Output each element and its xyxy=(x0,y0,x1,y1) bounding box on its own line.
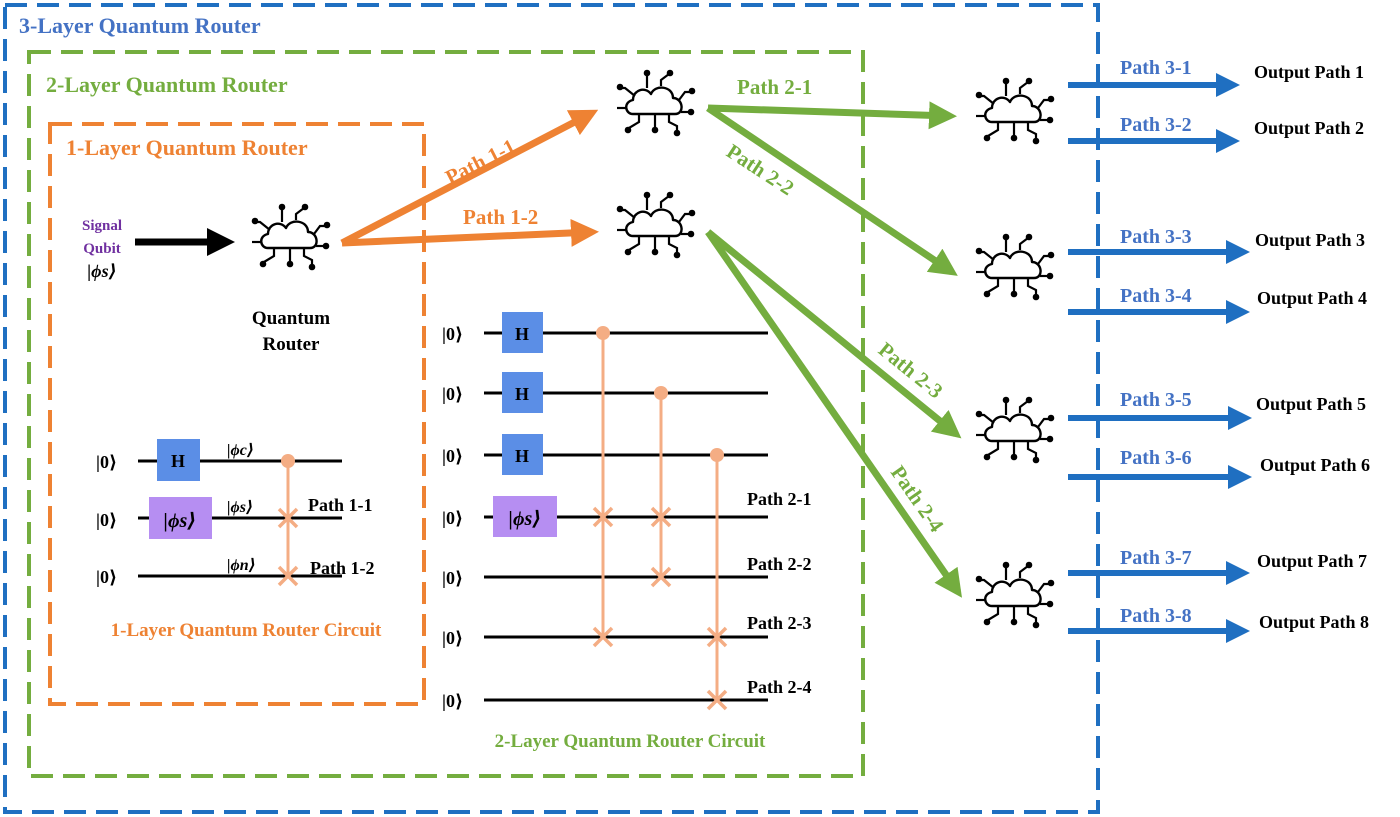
output-path-7: Output Path 7 xyxy=(1257,551,1367,571)
path-2-3-arrow xyxy=(705,229,962,439)
hadamard-gate xyxy=(502,372,543,413)
wire-label-s: |ϕs⟩ xyxy=(227,499,253,516)
wire-label-n: |ϕn⟩ xyxy=(227,557,256,574)
circuit2-ket: |0⟩ xyxy=(442,691,463,711)
output-path-6: Output Path 6 xyxy=(1260,455,1370,475)
signal-gate xyxy=(149,497,212,539)
router-icon xyxy=(974,560,1056,630)
path-2-1-arrow xyxy=(707,101,957,130)
path-1-2-arrow xyxy=(341,218,599,247)
layer3-arrows xyxy=(1068,73,1252,643)
circuit2-ket: |0⟩ xyxy=(442,628,463,648)
control-dot xyxy=(281,454,295,468)
control-dot xyxy=(710,448,724,462)
path-1-2-label: Path 1-2 xyxy=(463,205,538,229)
swap-cross xyxy=(592,506,728,711)
signal-state: |ϕs⟩ xyxy=(87,261,117,281)
hadamard-label: H xyxy=(515,446,529,466)
signal-label-line1: Signal xyxy=(82,218,122,234)
layer2-title: 2-Layer Quantum Router xyxy=(46,72,288,97)
layer2-box xyxy=(27,50,865,778)
router-icon xyxy=(615,68,697,138)
path-3-5-label: Path 3-5 xyxy=(1120,389,1192,411)
router-caption-line2: Router xyxy=(263,334,321,355)
path-3-3-label: Path 3-3 xyxy=(1120,226,1192,248)
path-1-1-arrow xyxy=(340,109,599,247)
wire-label-c: |ϕc⟩ xyxy=(227,442,254,459)
hadamard-gate xyxy=(502,312,543,353)
hadamard-label: H xyxy=(515,324,529,344)
circuit2-ket: |0⟩ xyxy=(442,324,463,344)
circuit2-ket: |0⟩ xyxy=(442,508,463,528)
signal-gate-label: |ϕs⟩ xyxy=(164,510,197,532)
router-icon xyxy=(615,190,697,260)
circuit2-output-3: Path 2-3 xyxy=(747,613,812,633)
control-dot xyxy=(596,326,610,340)
output-path-1: Output Path 1 xyxy=(1254,62,1364,82)
router-caption-line1: Quantum xyxy=(252,308,330,329)
layer1-title: 1-Layer Quantum Router xyxy=(66,135,308,160)
output-path-5: Output Path 5 xyxy=(1256,394,1366,414)
hadamard-gate xyxy=(157,439,200,481)
path-2-2-arrow xyxy=(706,105,958,276)
control-dot xyxy=(654,386,668,400)
circuit1-output-1: Path 1-1 xyxy=(308,495,373,515)
layer3-title: 3-Layer Quantum Router xyxy=(19,13,261,38)
path-1-1-label: Path 1-1 xyxy=(441,134,519,190)
hadamard-label: H xyxy=(515,384,529,404)
hadamard-label: H xyxy=(171,451,185,471)
path-3-7-label: Path 3-7 xyxy=(1120,547,1192,569)
circuit2-output-1: Path 2-1 xyxy=(747,489,812,509)
path-3-4-label: Path 3-4 xyxy=(1120,285,1192,307)
router-icon xyxy=(974,76,1056,146)
output-path-8: Output Path 8 xyxy=(1259,612,1369,632)
circuit-1: |0⟩ |0⟩ |0⟩ H |ϕs⟩ |ϕc⟩ |ϕs⟩ |ϕn⟩ Path 1… xyxy=(96,439,382,641)
circuit1-ket: |0⟩ xyxy=(96,452,117,472)
router-icon xyxy=(250,202,332,272)
circuit2-ket: |0⟩ xyxy=(442,384,463,404)
signal-label-line2: Qubit xyxy=(83,241,121,257)
circuit-2: |0⟩ |0⟩ |0⟩ |0⟩ |0⟩ |0⟩ |0⟩ H H H |ϕs⟩ xyxy=(442,312,812,752)
layer3-box xyxy=(3,3,1100,814)
circuit2-output-4: Path 2-4 xyxy=(747,677,812,697)
circuit2-ket: |0⟩ xyxy=(442,446,463,466)
output-path-3: Output Path 3 xyxy=(1255,230,1365,250)
signal-gate-label: |ϕs⟩ xyxy=(509,508,542,530)
router-icon xyxy=(974,395,1056,465)
path-3-8-label: Path 3-8 xyxy=(1120,605,1192,627)
router-icon xyxy=(974,232,1056,302)
circuit1-ket: |0⟩ xyxy=(96,567,117,587)
path-2-2-label: Path 2-2 xyxy=(722,139,798,200)
output-path-4: Output Path 4 xyxy=(1257,288,1367,308)
hadamard-gate xyxy=(502,434,543,475)
path-3-6-label: Path 3-6 xyxy=(1120,447,1192,469)
layer1-box xyxy=(48,122,426,706)
path-2-4-arrow xyxy=(705,230,962,598)
circuit2-ket: |0⟩ xyxy=(442,568,463,588)
path-3-2-label: Path 3-2 xyxy=(1120,114,1192,136)
path-3-1-label: Path 3-1 xyxy=(1120,57,1192,79)
path-2-1-label: Path 2-1 xyxy=(737,75,812,99)
circuit2-output-2: Path 2-2 xyxy=(747,554,812,574)
signal-gate xyxy=(493,496,557,537)
swap-cross xyxy=(277,507,299,587)
circuit1-ket: |0⟩ xyxy=(96,510,117,530)
circuit2-caption: 2-Layer Quantum Router Circuit xyxy=(495,731,766,752)
circuit1-output-2: Path 1-2 xyxy=(310,558,375,578)
circuit1-caption: 1-Layer Quantum Router Circuit xyxy=(111,620,382,641)
output-path-2: Output Path 2 xyxy=(1254,118,1364,138)
